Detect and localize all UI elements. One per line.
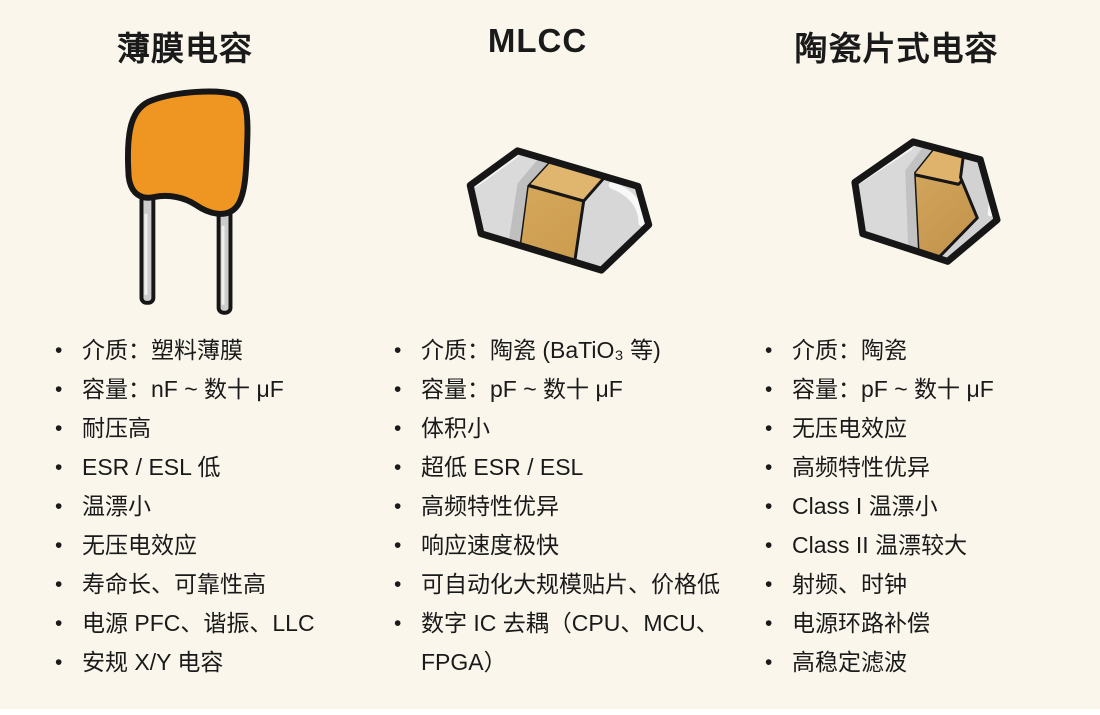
list-item: • 可自动化大规模贴片、价格低 bbox=[394, 565, 739, 604]
bullet-icon: • bbox=[765, 417, 773, 440]
bullet-icon: • bbox=[765, 378, 773, 401]
list-item: • ESR / ESL 低 bbox=[55, 448, 358, 487]
feature-text: 安规 X/Y 电容 bbox=[82, 649, 224, 675]
feature-text: 电源 PFC、谐振、LLC bbox=[82, 610, 315, 636]
list-item: • 容量：pF ~ 数十 μF bbox=[765, 370, 1096, 409]
feature-text: ESR / ESL 低 bbox=[82, 454, 221, 480]
list-item: • 数字 IC 去耦（CPU、MCU、FPGA） bbox=[394, 604, 739, 682]
list-item: • 温漂小 bbox=[55, 487, 358, 526]
bullet-icon: • bbox=[55, 534, 63, 557]
feature-text: 容量：pF ~ 数十 μF bbox=[421, 376, 623, 402]
bullet-icon: • bbox=[394, 612, 402, 635]
list-item: • 无压电效应 bbox=[55, 526, 358, 565]
list-item: • 耐压高 bbox=[55, 409, 358, 448]
feature-text: 体积小 bbox=[421, 415, 490, 441]
feature-text: 耐压高 bbox=[82, 415, 151, 441]
bullet-icon: • bbox=[765, 573, 773, 596]
feature-text: Class I 温漂小 bbox=[792, 493, 938, 519]
column-title-ceramic: 陶瓷片式电容 bbox=[794, 30, 999, 67]
list-item: • 无压电效应 bbox=[765, 409, 1096, 448]
feature-text: 介质：陶瓷 (BaTiO₃ 等) bbox=[421, 337, 661, 363]
bullet-icon: • bbox=[55, 378, 63, 401]
feature-text: 温漂小 bbox=[82, 493, 151, 519]
film-capacitor-icon bbox=[125, 88, 251, 315]
list-item: • 高频特性优异 bbox=[394, 487, 739, 526]
column-title-mlcc: MLCC bbox=[487, 22, 588, 59]
bullet-icon: • bbox=[55, 573, 63, 596]
feature-text: 射频、时钟 bbox=[792, 571, 907, 597]
feature-text: 介质：陶瓷 bbox=[792, 337, 907, 363]
bullet-icon: • bbox=[55, 417, 63, 440]
feature-text: 高频特性优异 bbox=[792, 454, 930, 480]
feature-text: 数字 IC 去耦（CPU、MCU、FPGA） bbox=[421, 610, 719, 675]
bullet-icon: • bbox=[394, 573, 402, 596]
list-item: • 容量：pF ~ 数十 μF bbox=[394, 370, 739, 409]
list-item: • 介质：陶瓷 (BaTiO₃ 等) bbox=[394, 331, 739, 370]
list-item: • 超低 ESR / ESL bbox=[394, 448, 739, 487]
feature-list-ceramic: • 介质：陶瓷 • 容量：pF ~ 数十 μF • 无压电效应 • 高频特性优异 • Cl… bbox=[745, 331, 1100, 682]
feature-text: 高频特性优异 bbox=[421, 493, 559, 519]
bullet-icon: • bbox=[765, 651, 773, 674]
mlcc-chip-icon bbox=[466, 146, 652, 274]
feature-text: 容量：pF ~ 数十 μF bbox=[792, 376, 994, 402]
feature-list-film: • 介质：塑料薄膜 • 容量：nF ~ 数十 μF • 耐压高 • ESR / ESL … bbox=[0, 331, 370, 682]
list-item: • 容量：nF ~ 数十 μF bbox=[55, 370, 358, 409]
feature-text: 无压电效应 bbox=[792, 415, 907, 441]
list-item: • 体积小 bbox=[394, 409, 739, 448]
feature-list-mlcc: • 介质：陶瓷 (BaTiO₃ 等) • 容量：pF ~ 数十 μF • 体积小 • 超… bbox=[370, 331, 745, 682]
bullet-icon: • bbox=[765, 456, 773, 479]
bullet-icon: • bbox=[394, 378, 402, 401]
film-capacitor-illustration bbox=[0, 70, 370, 315]
list-item: • 介质：陶瓷 bbox=[765, 331, 1096, 370]
list-item: • Class I 温漂小 bbox=[765, 487, 1096, 526]
bullet-icon: • bbox=[55, 456, 63, 479]
list-item: • Class II 温漂较大 bbox=[765, 526, 1096, 565]
bullet-icon: • bbox=[394, 417, 402, 440]
bullet-icon: • bbox=[394, 456, 402, 479]
list-item: • 响应速度极快 bbox=[394, 526, 739, 565]
bullet-icon: • bbox=[55, 612, 63, 635]
feature-text: 寿命长、可靠性高 bbox=[82, 571, 266, 597]
feature-text: 高稳定滤波 bbox=[792, 649, 907, 675]
feature-text: 电源环路补偿 bbox=[792, 610, 930, 636]
bullet-icon: • bbox=[765, 534, 773, 557]
column-film-capacitor: 薄膜电容 • 介质：塑料薄膜 • 容量：nF ~ 数十 μF • 耐压高 • ESR /… bbox=[0, 0, 370, 715]
feature-text: 可自动化大规模贴片、价格低 bbox=[421, 571, 720, 597]
list-item: • 安规 X/Y 电容 bbox=[55, 643, 358, 682]
ceramic-chip-icon bbox=[850, 137, 1001, 265]
bullet-icon: • bbox=[55, 495, 63, 518]
feature-text: Class II 温漂较大 bbox=[792, 532, 968, 558]
list-item: • 电源 PFC、谐振、LLC bbox=[55, 604, 358, 643]
bullet-icon: • bbox=[394, 534, 402, 557]
feature-text: 超低 ESR / ESL bbox=[421, 454, 584, 480]
list-item: • 电源环路补偿 bbox=[765, 604, 1096, 643]
list-item: • 高稳定滤波 bbox=[765, 643, 1096, 682]
bullet-icon: • bbox=[765, 612, 773, 635]
bullet-icon: • bbox=[765, 339, 773, 362]
bullet-icon: • bbox=[55, 339, 63, 362]
bullet-icon: • bbox=[765, 495, 773, 518]
feature-text: 响应速度极快 bbox=[421, 532, 559, 558]
feature-text: 容量：nF ~ 数十 μF bbox=[82, 376, 284, 402]
bullet-icon: • bbox=[55, 651, 63, 674]
list-item: • 介质：塑料薄膜 bbox=[55, 331, 358, 370]
list-item: • 寿命长、可靠性高 bbox=[55, 565, 358, 604]
mlcc-illustration bbox=[370, 70, 745, 315]
bullet-icon: • bbox=[394, 495, 402, 518]
feature-text: 无压电效应 bbox=[82, 532, 197, 558]
ceramic-chip-illustration bbox=[745, 70, 1100, 315]
column-ceramic-chip: 陶瓷片式电容 bbox=[745, 0, 1100, 715]
page-bottom-edge bbox=[0, 709, 1100, 715]
feature-text: 介质：塑料薄膜 bbox=[82, 337, 243, 363]
column-mlcc: MLCC bbox=[370, 0, 745, 715]
column-title-film: 薄膜电容 bbox=[117, 30, 253, 67]
list-item: • 射频、时钟 bbox=[765, 565, 1096, 604]
bullet-icon: • bbox=[394, 339, 402, 362]
list-item: • 高频特性优异 bbox=[765, 448, 1096, 487]
